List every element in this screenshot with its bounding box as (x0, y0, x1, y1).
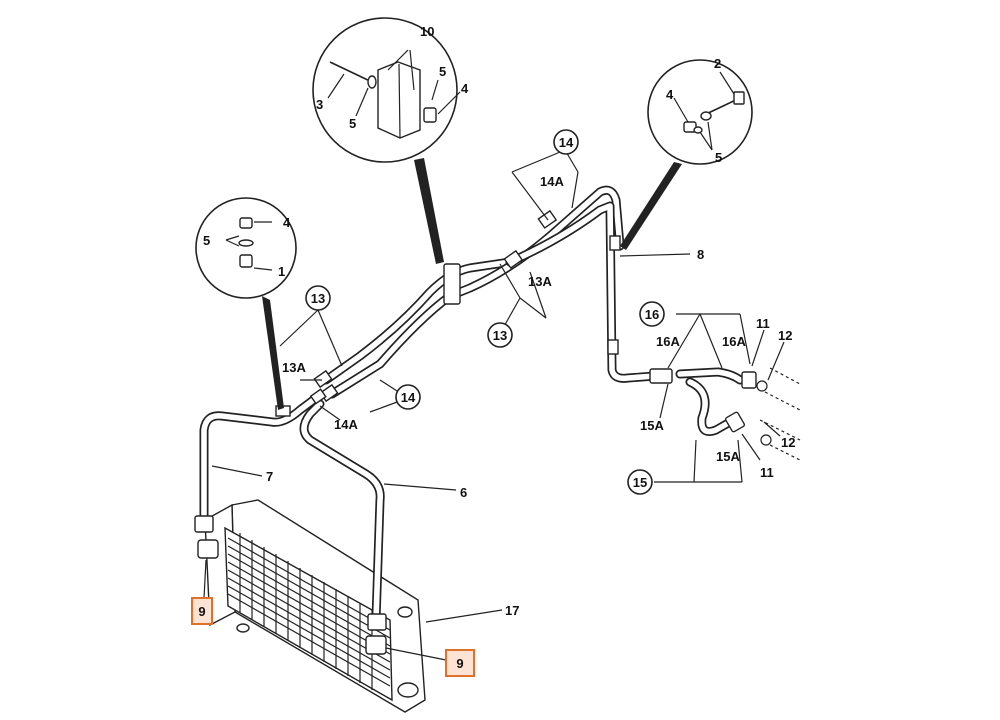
callout-15: 15 (627, 469, 653, 495)
label-7: 7 (266, 469, 273, 484)
leader-lines (203, 149, 785, 661)
highlight-label-9-right: 9 (445, 649, 475, 677)
label-5: 5 (439, 64, 446, 79)
callout-16: 16 (639, 301, 665, 327)
label-13: 13 (311, 291, 325, 306)
detail-circle-left (195, 197, 297, 410)
label-15: 15 (633, 475, 647, 490)
label-14A: 14A (334, 417, 358, 432)
label-3: 3 (316, 97, 323, 112)
pipe-15 (685, 377, 735, 436)
detail-circle-top (312, 17, 461, 264)
pipe-14 (327, 185, 625, 399)
callout-14-left: 14 (395, 384, 421, 410)
label-15A: 15A (716, 449, 740, 464)
label-1: 1 (278, 264, 285, 279)
label-16A: 16A (656, 334, 680, 349)
part-labels: 4 5 1 10 5 4 3 5 2 4 5 14A 13A 13A 14A 8… (203, 24, 795, 618)
label-6: 6 (460, 485, 467, 500)
label-17: 17 (505, 603, 519, 618)
engine-port-area (756, 367, 801, 461)
label-14: 14 (401, 390, 416, 405)
label-16: 16 (645, 307, 659, 322)
label-8: 8 (697, 247, 704, 262)
callout-14-top: 14 (553, 129, 579, 155)
label-14A: 14A (540, 174, 564, 189)
label-9: 9 (198, 604, 205, 619)
callout-13-left: 13 (305, 285, 331, 311)
label-4: 4 (283, 215, 291, 230)
label-15A: 15A (640, 418, 664, 433)
label-4: 4 (666, 87, 674, 102)
highlight-label-9-left: 9 (191, 597, 213, 625)
label-12: 12 (778, 328, 792, 343)
label-16A: 16A (722, 334, 746, 349)
label-5: 5 (715, 150, 722, 165)
label-13: 13 (493, 328, 507, 343)
detail-circle-right (620, 59, 753, 250)
label-2: 2 (714, 56, 721, 71)
pipe-13-return (505, 201, 660, 383)
label-13A: 13A (528, 274, 552, 289)
label-13A: 13A (282, 360, 306, 375)
label-5: 5 (349, 116, 356, 131)
pipe-16 (675, 367, 745, 385)
label-5: 5 (203, 233, 210, 248)
label-9: 9 (456, 656, 463, 671)
pipe-6 (299, 399, 385, 625)
label-11: 11 (756, 316, 770, 331)
label-4: 4 (461, 81, 469, 96)
label-14: 14 (559, 135, 574, 150)
label-11: 11 (760, 465, 774, 480)
fittings (194, 209, 757, 655)
label-10: 10 (420, 24, 434, 39)
pipe-7 (199, 393, 321, 525)
oil-cooler (204, 499, 426, 713)
callout-13-center: 13 (487, 322, 513, 348)
label-12: 12 (781, 435, 795, 450)
